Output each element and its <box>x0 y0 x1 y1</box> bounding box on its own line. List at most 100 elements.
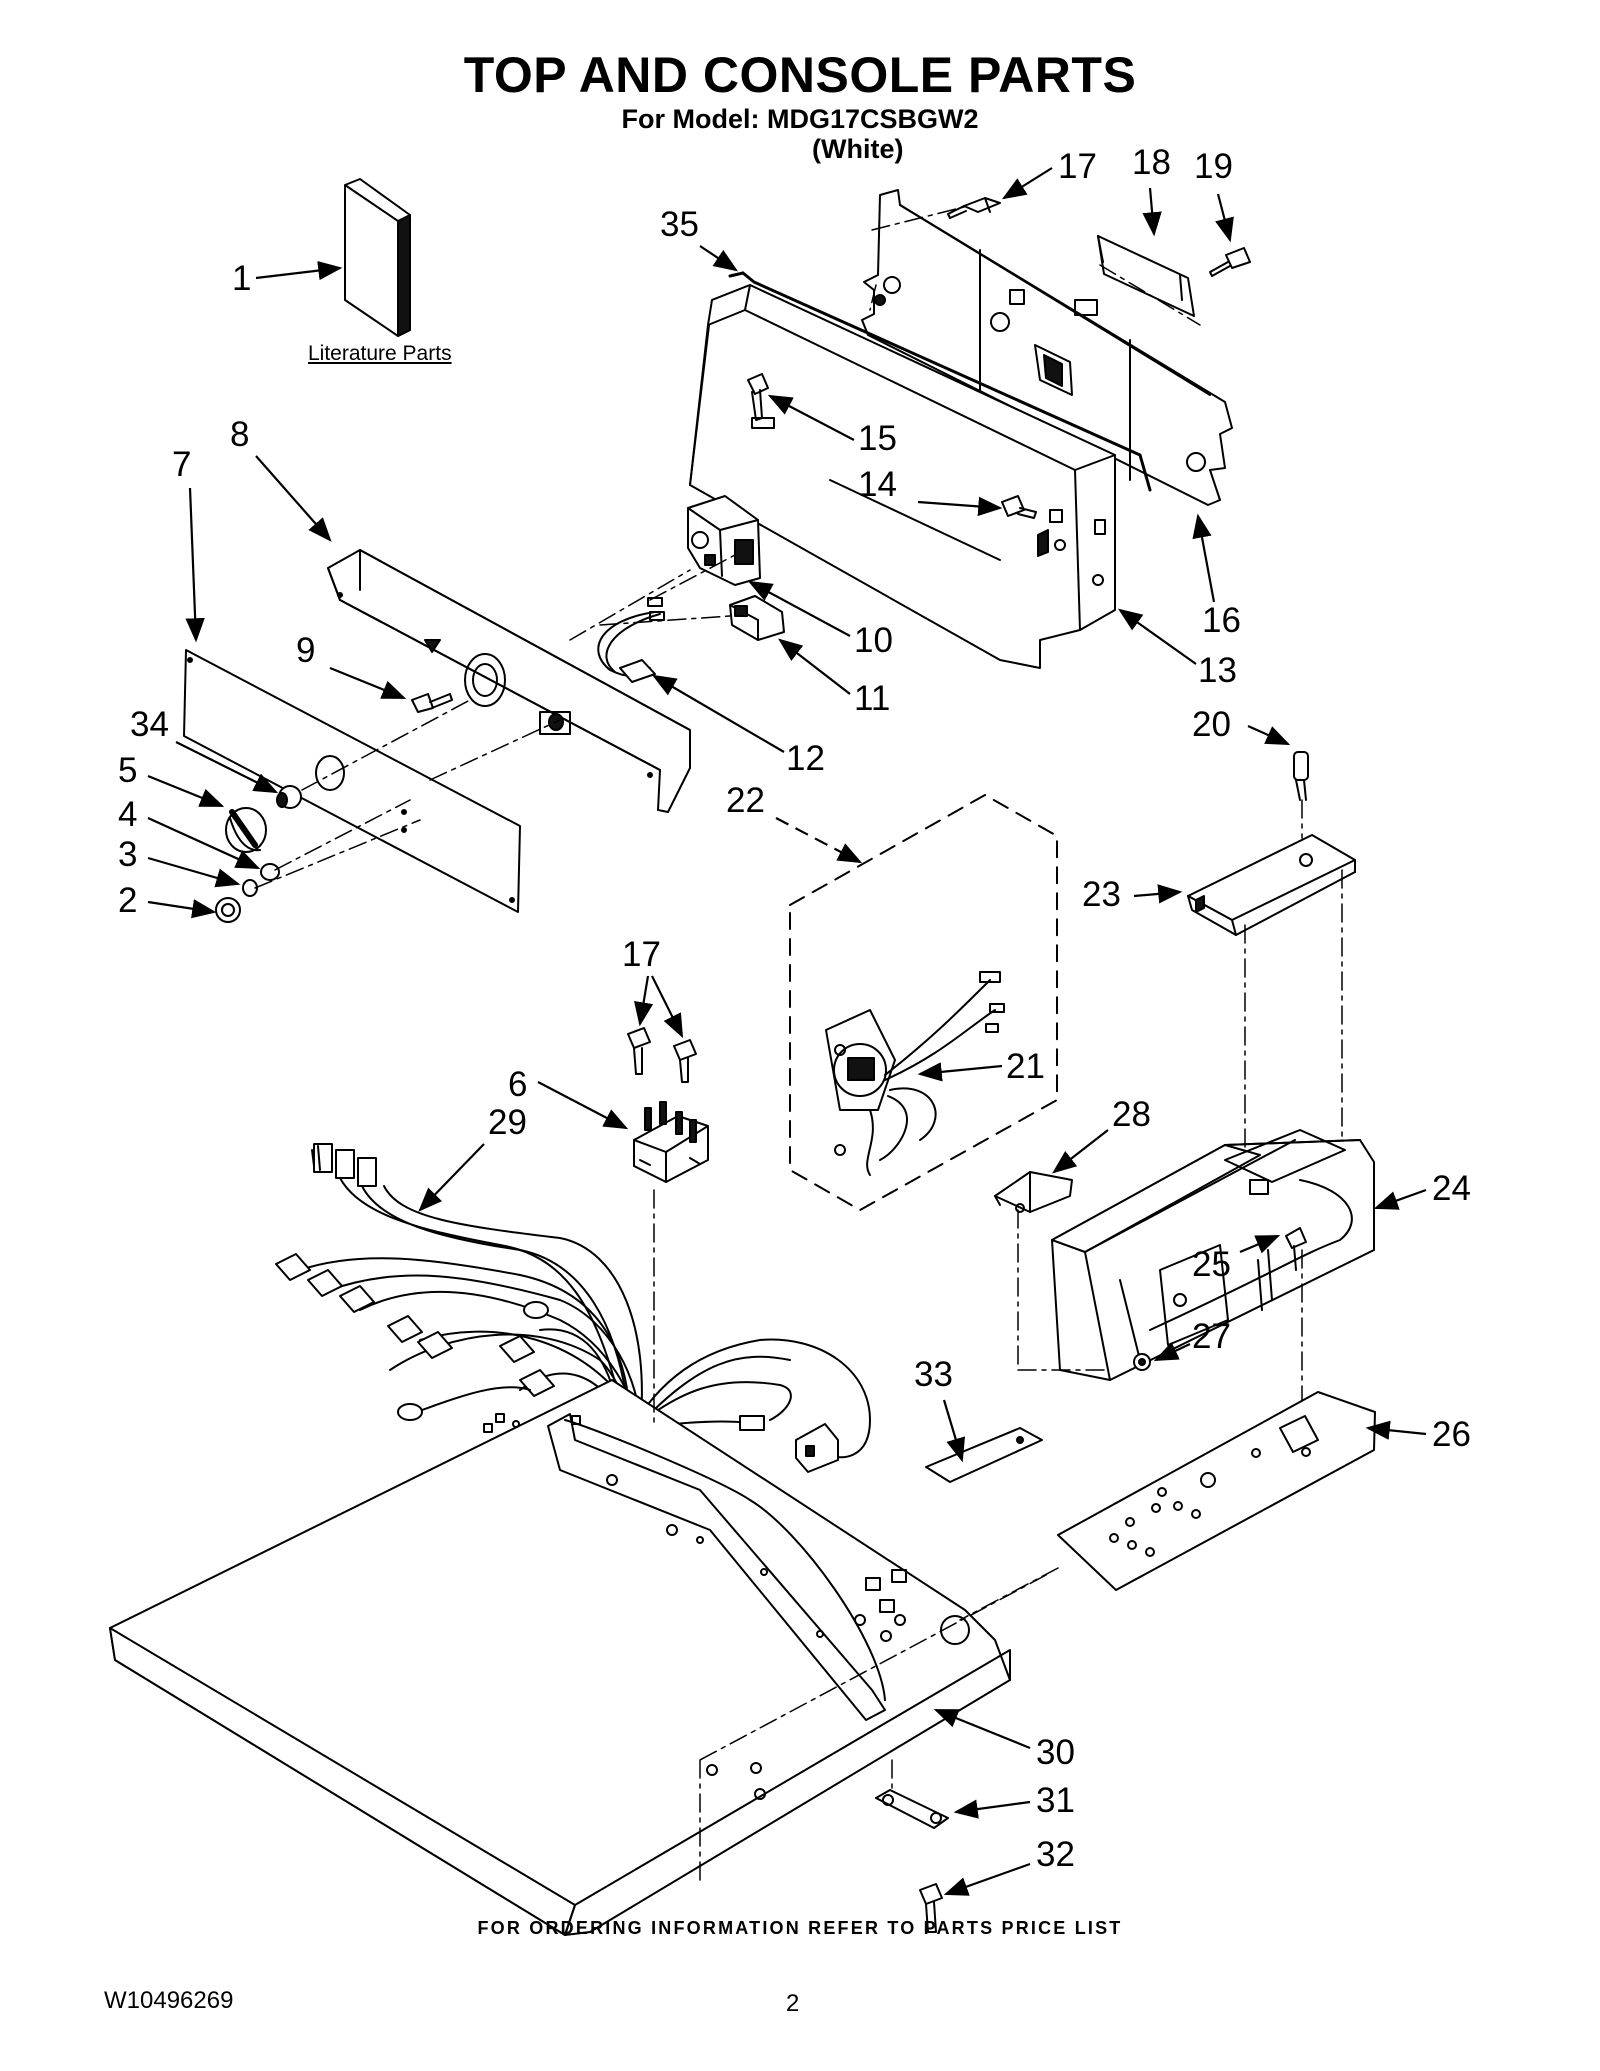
part-screw-15 <box>747 373 769 421</box>
part-wire-harness-12 <box>597 597 665 683</box>
part-terminal-block-6 <box>633 1101 709 1183</box>
callout-30: 30 <box>933 1708 1075 1772</box>
callout-26: 26 <box>1365 1415 1471 1454</box>
part-control-panel <box>327 549 691 813</box>
callout-28: 28 <box>1052 1095 1151 1174</box>
svg-text:26: 26 <box>1432 1415 1471 1454</box>
callout-16: 16 <box>1192 513 1241 640</box>
svg-text:10: 10 <box>854 621 893 660</box>
callout-11: 11 <box>778 638 890 718</box>
svg-text:6: 6 <box>508 1065 527 1104</box>
callout-2: 2 <box>118 881 217 920</box>
part-hinge-bracket-31 <box>875 1789 949 1829</box>
svg-text:22: 22 <box>726 781 765 820</box>
svg-text:35: 35 <box>660 205 699 244</box>
callout-9: 9 <box>296 631 407 700</box>
svg-text:13: 13 <box>1198 651 1237 690</box>
part-small-bracket <box>1097 235 1195 317</box>
svg-text:8: 8 <box>230 415 249 454</box>
svg-text:24: 24 <box>1432 1169 1471 1208</box>
callout-8: 8 <box>230 415 332 542</box>
callout-1: 1 <box>232 259 343 298</box>
svg-text:17: 17 <box>1058 147 1097 186</box>
callout-24: 24 <box>1373 1169 1471 1210</box>
svg-text:29: 29 <box>488 1103 527 1142</box>
svg-text:7: 7 <box>172 445 191 484</box>
callout-7: 7 <box>172 445 205 643</box>
part-screw-17-top <box>947 197 1001 219</box>
callout-15: 15 <box>767 394 897 458</box>
page-number: 2 <box>786 1990 800 2017</box>
part-nut-27 <box>1133 1353 1151 1371</box>
svg-text:11: 11 <box>854 679 890 718</box>
part-thermostat-kit-outline <box>789 794 1058 1211</box>
part-push-button-4 <box>260 863 280 881</box>
callout-20: 20 <box>1192 705 1291 746</box>
center-lines-lower <box>653 799 1343 1881</box>
callout-13: 13 <box>1118 608 1237 690</box>
svg-text:4: 4 <box>118 795 137 834</box>
part-cover-plate-33 <box>925 1427 1043 1483</box>
part-terminal-plug-20 <box>1293 751 1309 801</box>
callout-19: 19 <box>1194 147 1234 243</box>
part-terminal-block-box <box>1051 1129 1375 1381</box>
svg-text:5: 5 <box>118 751 137 790</box>
callout-31: 31 <box>953 1781 1075 1820</box>
model-color: (White) <box>812 134 904 164</box>
callout-21: 21 <box>917 1047 1045 1086</box>
callout-10: 10 <box>747 580 893 660</box>
svg-text:34: 34 <box>130 705 169 744</box>
part-terminal-cover-23 <box>1187 834 1356 936</box>
callout-27: 27 <box>1153 1317 1231 1362</box>
svg-text:30: 30 <box>1036 1733 1075 1772</box>
part-timer-knob-5 <box>225 807 267 853</box>
callout-34: 34 <box>130 705 279 794</box>
svg-text:31: 31 <box>1036 1781 1075 1820</box>
part-screw-32 <box>919 1883 943 1933</box>
part-screw-14 <box>1001 495 1037 519</box>
svg-text:19: 19 <box>1194 147 1233 186</box>
part-screw-19 <box>1209 247 1251 277</box>
part-knob-retainer-34 <box>276 785 302 809</box>
callout-17-top: 17 <box>1001 147 1097 200</box>
callout-35: 35 <box>660 205 739 272</box>
svg-text:20: 20 <box>1192 705 1231 744</box>
svg-text:18: 18 <box>1132 143 1171 182</box>
part-dryer-top-panel <box>109 1379 1011 1936</box>
svg-text:32: 32 <box>1036 1835 1075 1874</box>
part-console-overlay <box>183 649 521 913</box>
part-start-switch <box>729 595 785 641</box>
svg-text:16: 16 <box>1202 601 1241 640</box>
svg-text:28: 28 <box>1112 1095 1151 1134</box>
svg-text:2: 2 <box>118 881 137 920</box>
part-screw-9 <box>411 693 453 713</box>
part-wire-clip-28 <box>994 1171 1073 1213</box>
callout-18: 18 <box>1132 143 1171 237</box>
callout-17-middle: 17 <box>622 935 684 1039</box>
callout-4: 4 <box>118 795 261 870</box>
svg-text:17: 17 <box>622 935 661 974</box>
part-screw-25 <box>1285 1227 1307 1271</box>
svg-text:9: 9 <box>296 631 315 670</box>
svg-text:25: 25 <box>1192 1245 1231 1284</box>
part-literature-booklet <box>344 178 411 337</box>
part-thermostat-assembly-21 <box>825 971 1005 1176</box>
callout-33: 33 <box>914 1355 966 1463</box>
callout-5: 5 <box>118 751 225 808</box>
part-terminal-block-plate-26 <box>1057 1391 1376 1591</box>
callout-29: 29 <box>418 1103 527 1212</box>
callout-12: 12 <box>651 674 825 778</box>
svg-text:3: 3 <box>118 835 137 874</box>
part-screws-17-middle <box>627 1027 697 1083</box>
callout-25: 25 <box>1192 1234 1281 1284</box>
literature-parts-label: Literature Parts <box>308 342 452 365</box>
callout-layer: 1 2 3 4 5 6 7 8 <box>118 143 1471 1896</box>
svg-text:15: 15 <box>858 419 897 458</box>
callout-32: 32 <box>943 1835 1075 1896</box>
callout-22: 22 <box>726 781 863 864</box>
ordering-note: FOR ORDERING INFORMATION REFER TO PARTS … <box>477 1918 1123 1938</box>
callout-6: 6 <box>508 1065 629 1130</box>
svg-text:33: 33 <box>914 1355 953 1394</box>
svg-text:1: 1 <box>232 259 251 298</box>
